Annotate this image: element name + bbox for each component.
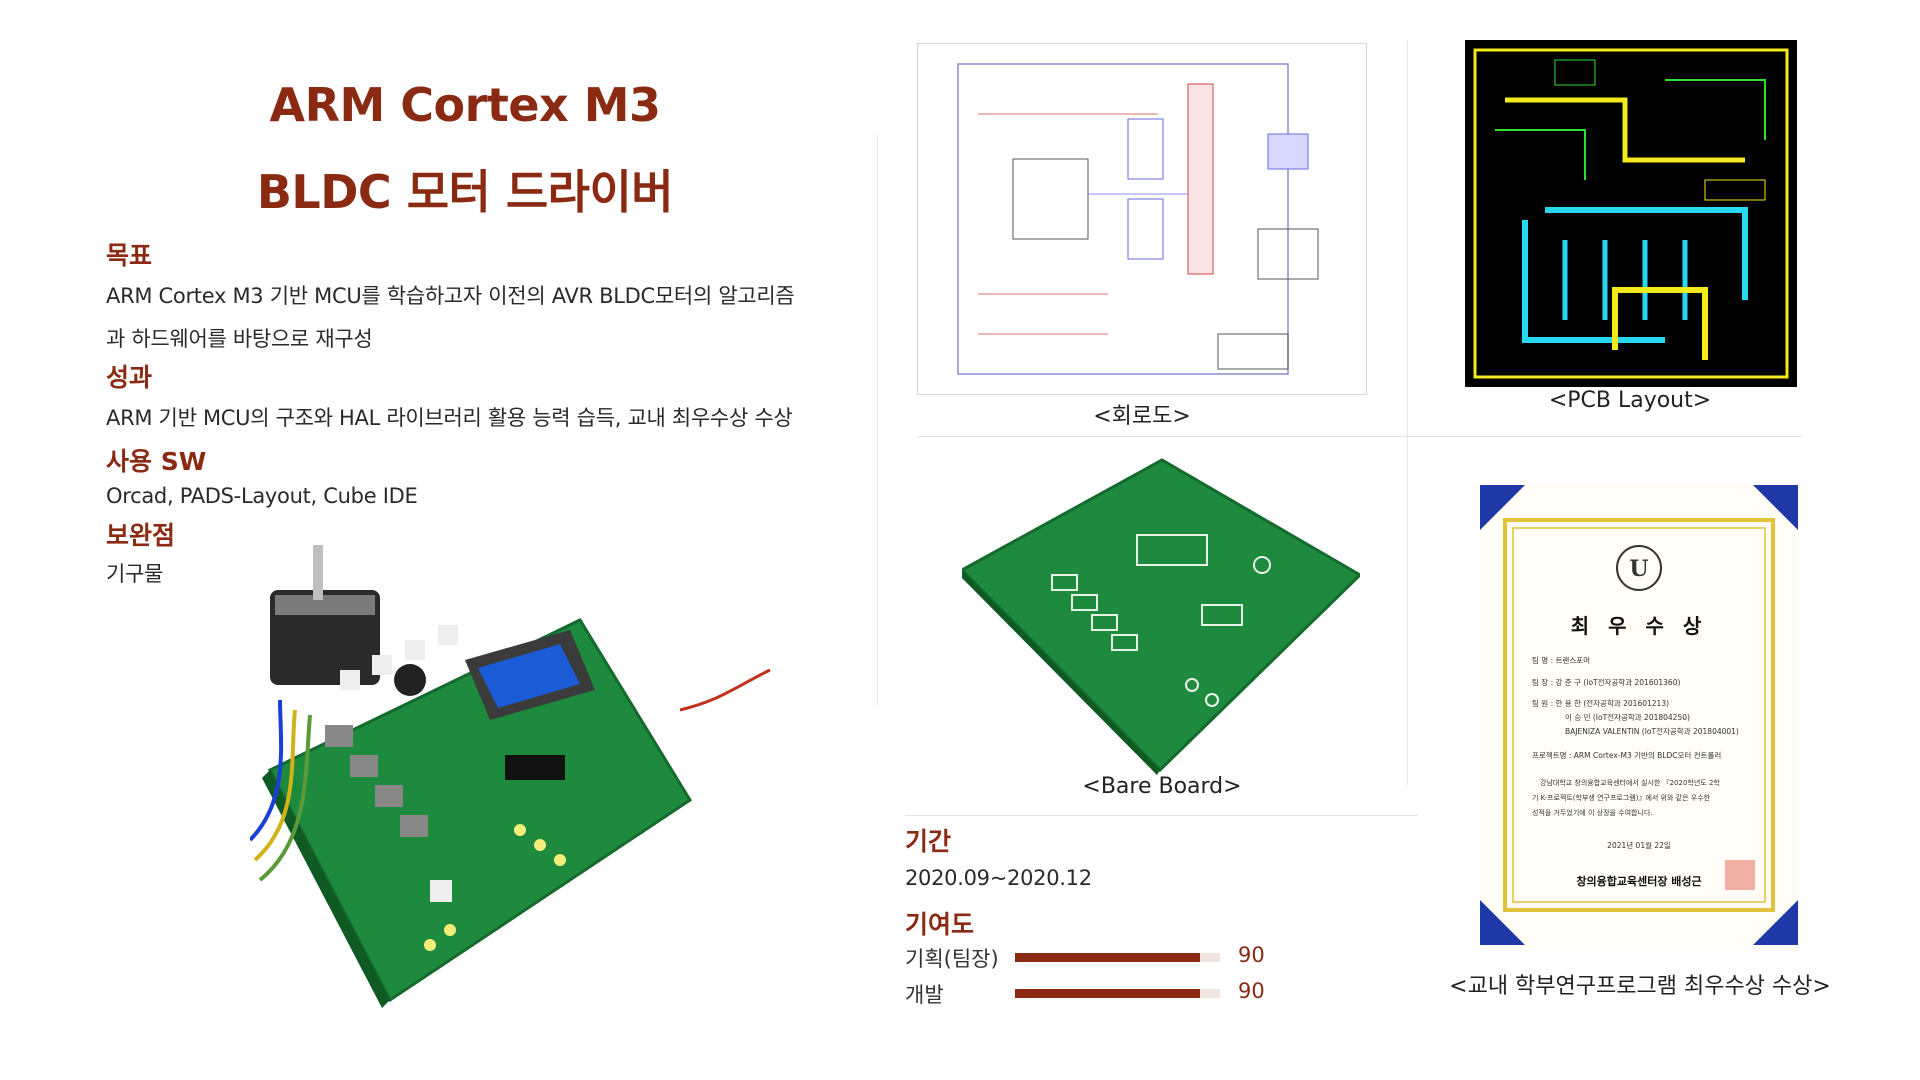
improve-text: 기구물	[106, 562, 164, 586]
goal-text-line2: 과 하드웨어를 바탕으로 재구성	[106, 327, 373, 351]
contribution-bar-fill	[1015, 953, 1200, 962]
contribution-label: 기획(팀장)	[905, 947, 999, 971]
contribution-label: 개발	[905, 983, 944, 1007]
certificate-member3: BAJENIZA VALENTIN (IoT전자공학과 201804001)	[1565, 727, 1739, 736]
contribution-value: 90	[1238, 943, 1265, 967]
contribution-bar-track	[1015, 989, 1220, 998]
software-text: Orcad, PADS-Layout, Cube IDE	[106, 484, 418, 508]
certificate-body1: 강남대학교 창의융합교육센터에서 실시한 『2020학년도 2학	[1540, 779, 1720, 787]
vertical-divider-middle	[1407, 40, 1408, 785]
goal-heading: 목표	[106, 241, 153, 270]
vertical-divider-left	[877, 135, 878, 705]
period-value: 2020.09~2020.12	[905, 866, 1092, 890]
goal-text-line1: ARM Cortex M3 기반 MCU를 학습하고자 이전의 AVR BLDC…	[106, 284, 795, 308]
result-heading: 성과	[106, 363, 153, 392]
certificate-signer: 창의융합교육센터장 배성근	[1576, 875, 1702, 888]
result-text: ARM 기반 MCU의 구조와 HAL 라이브러리 활용 능력 습득, 교내 최…	[106, 406, 793, 430]
svg-text:U: U	[1629, 556, 1648, 582]
improve-heading: 보완점	[106, 521, 176, 550]
assembled-board-photo	[250, 540, 795, 1010]
bare-board-image	[962, 455, 1360, 775]
certificate-member2: 이 승 민 (IoT전자공학과 201804250)	[1565, 713, 1690, 722]
certificate-team: 팀 명 : 트랜스포머	[1532, 656, 1590, 665]
schematic-caption: <회로도>	[1093, 404, 1191, 429]
contribution-row-development: 개발 90	[905, 979, 1285, 1009]
certificate-body2: 기 K-프로젝트(학부생 연구프로그램)』에서 위와 같은 우수한	[1532, 794, 1711, 802]
page-subtitle: BLDC 모터 드라이버	[256, 165, 674, 219]
certificate-title: 최 우 수 상	[1570, 614, 1708, 638]
award-certificate-image: U 최 우 수 상 팀 명 : 트랜스포머 팀 장 : 강 준 구 (IoT전자…	[1480, 485, 1798, 945]
certificate-body3: 성적을 거두었기에 이 상장을 수여합니다.	[1532, 809, 1653, 817]
pcb-layout-image	[1465, 40, 1797, 387]
contribution-bar-track	[1015, 953, 1220, 962]
period-heading: 기간	[905, 827, 952, 856]
contribution-heading: 기여도	[905, 910, 975, 939]
certificate-date: 2021년 01월 22일	[1607, 841, 1671, 850]
certificate-project: 프로젝트명 : ARM Cortex-M3 기반의 BLDC모터 컨트롤러	[1532, 751, 1722, 760]
software-heading: 사용 SW	[106, 447, 207, 476]
horizontal-divider-bottom	[905, 815, 1418, 816]
horizontal-divider-top	[917, 436, 1802, 437]
certificate-member1: 팀 원 : 한 용 한 (전자공학과 201601213)	[1532, 699, 1670, 708]
pcb-caption: <PCB Layout>	[1548, 388, 1712, 413]
contribution-value: 90	[1238, 979, 1265, 1003]
award-caption: <교내 학부연구프로그램 최우수상 수상>	[1449, 974, 1831, 999]
certificate-leader: 팀 장 : 강 준 구 (IoT전자공학과 201601360)	[1532, 678, 1681, 687]
contribution-bar-fill	[1015, 989, 1200, 998]
page-title: ARM Cortex M3	[269, 78, 661, 132]
schematic-image	[917, 43, 1367, 395]
bare-board-caption: <Bare Board>	[1082, 774, 1242, 799]
contribution-row-planning: 기획(팀장) 90	[905, 943, 1285, 973]
